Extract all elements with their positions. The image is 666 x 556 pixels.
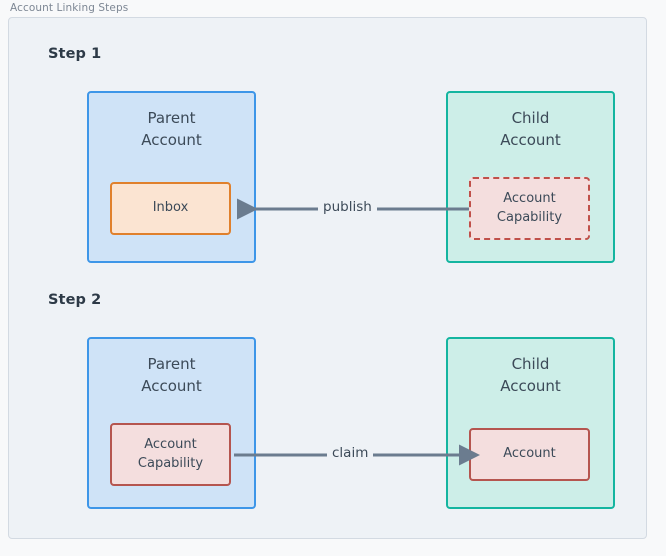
claim-edge-label: claim [327,445,374,461]
step-2-child-account-box[interactable]: Child Account [446,337,615,509]
step-1-heading: Step 1 [48,46,102,62]
step-2-child-account-title: Child Account [500,355,561,395]
step-1-account-capability-box[interactable]: Account Capability [469,177,590,240]
step-2-account-capability-box[interactable]: Account Capability [110,423,231,486]
publish-edge-label: publish [318,199,377,215]
step-1-parent-account-box[interactable]: Parent Account [87,91,256,263]
step-1-inbox-box[interactable]: Inbox [110,182,231,235]
step-1-child-account-title: Child Account [500,109,561,149]
diagram-caption: Account Linking Steps [10,2,129,14]
step-2-account-box[interactable]: Account [469,428,590,481]
step-2-heading: Step 2 [48,292,102,308]
step-2-parent-account-title: Parent Account [141,355,202,395]
step-1-parent-account-title: Parent Account [141,109,202,149]
